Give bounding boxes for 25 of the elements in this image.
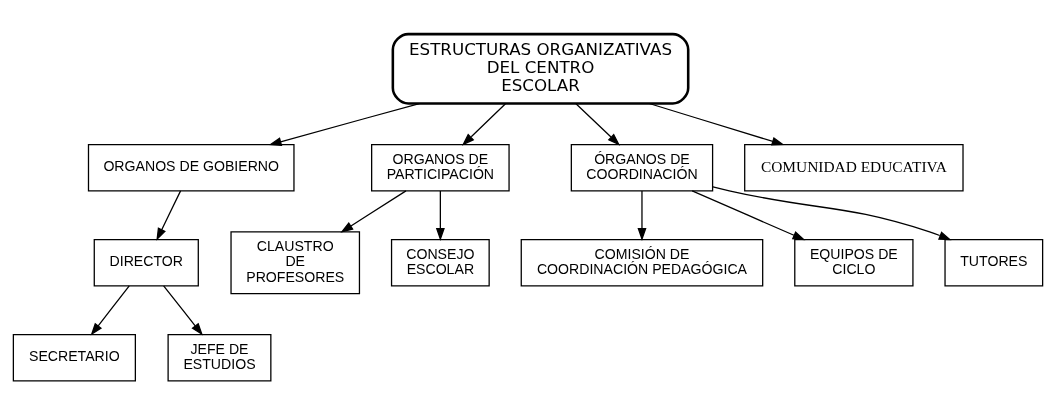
arrow bbox=[340, 189, 407, 233]
node-box: CONSEJO ESCOLAR bbox=[390, 238, 490, 286]
arrow bbox=[575, 102, 621, 146]
arrow bbox=[712, 185, 952, 240]
node-box: ORGANOS DE GOBIERNO bbox=[87, 143, 295, 191]
node-box: COMUNIDAD EDUCATIVA bbox=[744, 143, 964, 191]
node-box: SECRETARIO bbox=[12, 333, 136, 381]
arrow bbox=[435, 189, 445, 241]
node-box: ÓRGANOS DE COORDINACIÓN bbox=[570, 143, 714, 191]
node-box: JEFE DE ESTUDIOS bbox=[167, 333, 272, 381]
arrow bbox=[90, 284, 130, 336]
node-box: ORGANOS DE PARTICIPACIÓN bbox=[371, 143, 510, 191]
arrow bbox=[691, 189, 806, 240]
node-box: CLAUSTRO DE PROFESORES bbox=[230, 230, 361, 294]
node-box: EQUIPOS DE CICLO bbox=[794, 238, 914, 286]
arrow bbox=[268, 102, 420, 146]
arrow bbox=[156, 189, 182, 241]
node-box: COMISIÓN DE COORDINACIÓN PEDAGÓGICA bbox=[520, 238, 764, 286]
node-box: DIRECTOR bbox=[93, 238, 199, 286]
node-box: ESTRUCTURAS ORGANIZATIVAS DEL CENTRO ESCOLAR bbox=[391, 32, 690, 105]
arrow bbox=[648, 102, 785, 146]
node-box: TUTORES bbox=[944, 238, 1044, 286]
arrow bbox=[637, 189, 647, 241]
arrow bbox=[163, 284, 203, 336]
arrow bbox=[461, 102, 507, 146]
